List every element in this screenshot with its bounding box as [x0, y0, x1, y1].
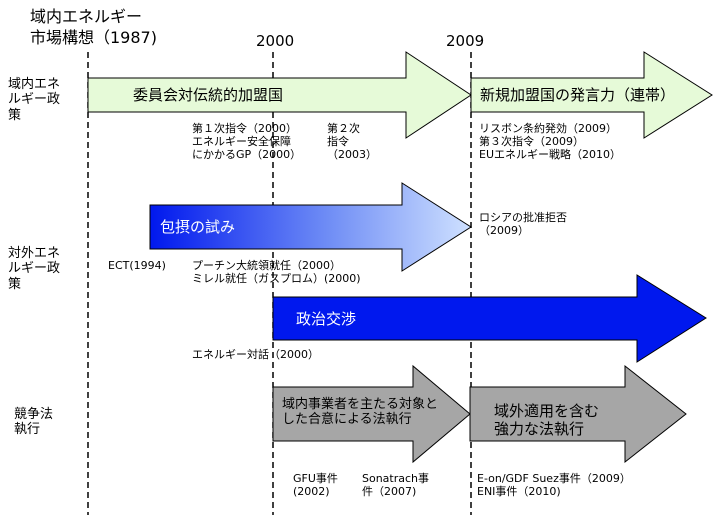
note-lisbon-treaty: リスボン条約発効（2009） 第３次指令（2009） EUエネルギー戦略（201… — [479, 122, 621, 161]
year-2009-label: 2009 — [446, 32, 485, 50]
arrow-domestic-enforcement-label: 域内事業者を主たる対象と した合意による法執行 — [282, 397, 439, 428]
arrow-committee-label: 委員会対伝統的加盟国 — [133, 86, 284, 104]
concept-title-line1: 域内エネルギー — [30, 7, 143, 26]
note-gfu-case: GFU事件 (2002) — [293, 472, 338, 498]
note-putin-miller: プーチン大統領就任（2000） ミレル就任（ガスプロム）(2000) — [192, 259, 361, 285]
note-ect: ECT(1994) — [108, 259, 166, 272]
arrow-domestic-enforcement — [272, 364, 471, 464]
arrow-new-members-label: 新規加盟国の発言力（連帯） — [480, 86, 676, 104]
note-energy-dialogue: エネルギー対話（2000） — [192, 348, 319, 361]
row-label-external-policy: 対外エネ ルギー政 策 — [8, 246, 61, 292]
row-label-competition-law: 競争法 執行 — [14, 407, 54, 438]
note-russia-ratification: ロシアの批准拒否 （2009） — [479, 211, 567, 237]
arrow-external-enforcement — [469, 364, 687, 464]
arrow-committee — [87, 51, 472, 139]
note-first-directive: 第１次指令（2000） エネルギー安全保障 にかかるGP（2000） — [192, 122, 302, 161]
year-2000-label: 2000 — [256, 32, 295, 50]
arrow-political-label: 政治交渉 — [296, 310, 357, 328]
arrow-new-members — [470, 51, 713, 139]
row-label-internal-policy: 域内エネ ルギー政 策 — [8, 77, 61, 123]
arrow-external-enforcement-label: 域外適用を含む 強力な法執行 — [494, 402, 600, 438]
note-eon-eni-cases: E-on/GDF Suez事件（2009） ENI事件（2010) — [477, 472, 631, 498]
arrow-inclusion-label: 包摂の試み — [160, 218, 236, 236]
note-sonatrach-case: Sonatrach事 件（2007) — [362, 472, 430, 498]
note-second-directive: 第２次 指令 （2003） — [327, 122, 377, 161]
concept-title-line2: 市場構想（1987) — [30, 28, 157, 47]
arrow-political — [272, 274, 707, 363]
arrow-inclusion — [149, 182, 472, 272]
